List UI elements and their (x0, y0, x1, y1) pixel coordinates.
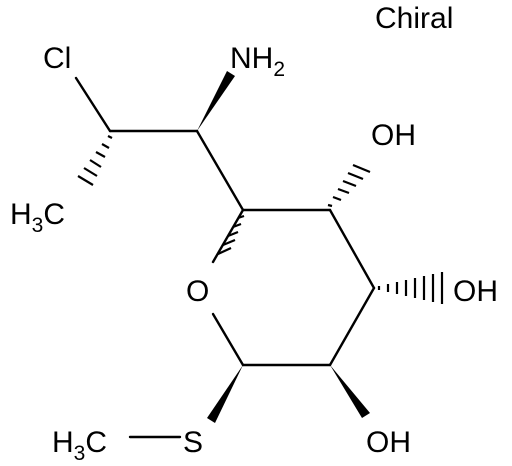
hashed-bond-ch3-left (77, 135, 113, 186)
bond-ring-c1-o (211, 312, 245, 367)
wedge-bond-nh2 (197, 71, 235, 131)
atom-chlorine: Cl (43, 42, 71, 75)
bond-ring-c3-c2 (328, 286, 376, 367)
wedge-bond-oh-bottom (330, 365, 370, 418)
atom-h3c-left: H3C (10, 198, 65, 237)
atom-oh-bottom: OH (366, 426, 411, 459)
hashed-bond-oh-top (327, 163, 371, 208)
chiral-label: Chiral (375, 2, 453, 35)
wedge-bond-s (207, 365, 243, 423)
atom-nh2: NH2 (230, 42, 285, 81)
bond-cl-c (74, 76, 112, 133)
atom-sulfur: S (183, 426, 203, 459)
atom-oh-right: OH (453, 275, 498, 308)
hashed-bond-oh-right (377, 272, 444, 304)
atom-oh-top: OH (371, 119, 416, 152)
bond-c-ring-c5 (195, 129, 245, 212)
atom-h3c-bottom: H3C (52, 426, 107, 465)
hashed-bond-ring-o (217, 214, 245, 255)
bond-ring-c4-c3 (328, 208, 376, 290)
atom-ring-oxygen: O (186, 275, 209, 308)
